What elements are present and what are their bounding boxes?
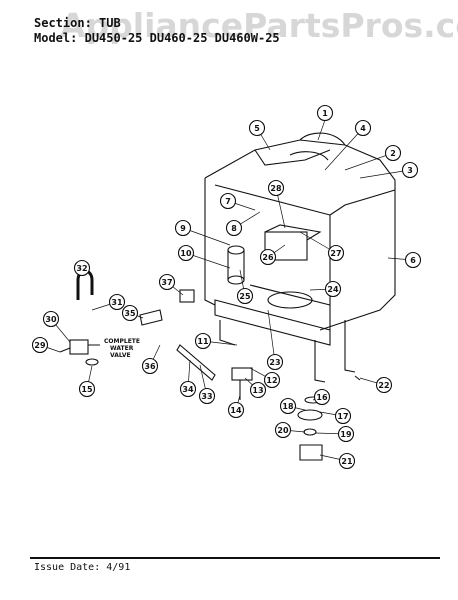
callout-bubble xyxy=(384,144,402,162)
callout-bubble xyxy=(266,353,284,371)
callout-bubble xyxy=(177,244,195,262)
callout-bubble xyxy=(267,179,285,197)
callout-number: 12 xyxy=(266,376,277,385)
model-line: Model: DU450-25 DU460-25 DU460W-25 xyxy=(34,31,280,45)
callout-number: 24 xyxy=(327,285,339,294)
callout-bubble xyxy=(316,104,334,122)
callout-bubble xyxy=(375,376,393,394)
footer-rule xyxy=(30,557,440,559)
callout-number: 5 xyxy=(254,124,260,133)
callout-number: 19 xyxy=(340,430,352,439)
callout-number: 28 xyxy=(270,184,282,193)
callout-bubble xyxy=(354,119,372,137)
callout-number: 31 xyxy=(111,298,123,307)
callout-number: 2 xyxy=(390,149,396,158)
callout-number: 1 xyxy=(322,109,328,118)
callout-bubble xyxy=(259,248,277,266)
callout-number: 4 xyxy=(360,124,366,133)
callout-number: 23 xyxy=(269,358,280,367)
callout-number: 33 xyxy=(201,392,212,401)
callout-bubble xyxy=(334,407,352,425)
section-line: Section: TUB xyxy=(34,16,121,30)
diagram-header: Section: TUB Model: DU450-25 DU460-25 DU… xyxy=(34,16,280,46)
callout-group: 1234567891011121314151617181920212223242… xyxy=(31,104,422,470)
callout-bubble xyxy=(158,273,176,291)
callout-number: 34 xyxy=(182,385,194,394)
water-valve-note-line3: VALVE xyxy=(110,352,131,359)
callout-bubble xyxy=(108,293,126,311)
callout-bubble xyxy=(194,332,212,350)
water-valve-note-line2: WATER xyxy=(110,345,134,352)
callout-number: 6 xyxy=(410,256,416,265)
callout-bubble xyxy=(78,380,96,398)
callout-number: 11 xyxy=(197,337,209,346)
callout-bubble xyxy=(249,381,267,399)
callout-number: 29 xyxy=(34,341,46,350)
issue-date: Issue Date: 4/91 xyxy=(34,562,131,573)
callout-number: 18 xyxy=(282,402,294,411)
callout-bubble xyxy=(227,401,245,419)
callout-number: 10 xyxy=(180,249,192,258)
callout-bubble xyxy=(338,452,356,470)
callout-number: 36 xyxy=(144,362,156,371)
callout-bubble xyxy=(337,425,355,443)
callout-number: 3 xyxy=(407,166,413,175)
tub-outline xyxy=(204,139,396,331)
callout-bubble xyxy=(42,310,60,328)
callout-bubble xyxy=(236,287,254,305)
callout-number: 32 xyxy=(76,264,87,273)
callout-bubble xyxy=(327,244,345,262)
callout-bubble xyxy=(141,357,159,375)
callout-number: 21 xyxy=(341,457,353,466)
callout-bubble xyxy=(274,421,292,439)
callout-bubble xyxy=(121,304,139,322)
callout-number: 30 xyxy=(45,315,57,324)
callout-bubble xyxy=(174,219,192,237)
callout-number: 20 xyxy=(277,426,289,435)
callout-number: 37 xyxy=(161,278,172,287)
callout-number: 9 xyxy=(180,224,186,233)
callout-bubble xyxy=(401,161,419,179)
callout-bubble xyxy=(219,192,237,210)
callout-bubble xyxy=(31,336,49,354)
callout-bubble xyxy=(248,119,266,137)
callout-bubble xyxy=(263,371,281,389)
callout-bubble xyxy=(198,387,216,405)
callout-number: 35 xyxy=(124,309,136,318)
callout-bubble xyxy=(404,251,422,269)
callout-number: 8 xyxy=(231,224,237,233)
callout-number: 7 xyxy=(225,197,231,206)
callout-bubble xyxy=(73,259,91,277)
callout-number: 14 xyxy=(230,406,242,415)
callout-number: 15 xyxy=(81,385,93,394)
callout-number: 17 xyxy=(337,412,348,421)
callout-number: 16 xyxy=(316,393,328,402)
callout-number: 25 xyxy=(239,292,251,301)
callout-bubble xyxy=(225,219,243,237)
callout-number: 22 xyxy=(378,381,389,390)
callout-number: 13 xyxy=(252,386,263,395)
callout-bubble xyxy=(179,380,197,398)
water-valve-note-line1: COMPLETE xyxy=(104,338,140,345)
callout-bubble xyxy=(324,280,342,298)
callout-number: 27 xyxy=(330,249,341,258)
callout-bubble xyxy=(279,397,297,415)
callout-number: 26 xyxy=(262,253,274,262)
callout-bubble xyxy=(313,388,331,406)
